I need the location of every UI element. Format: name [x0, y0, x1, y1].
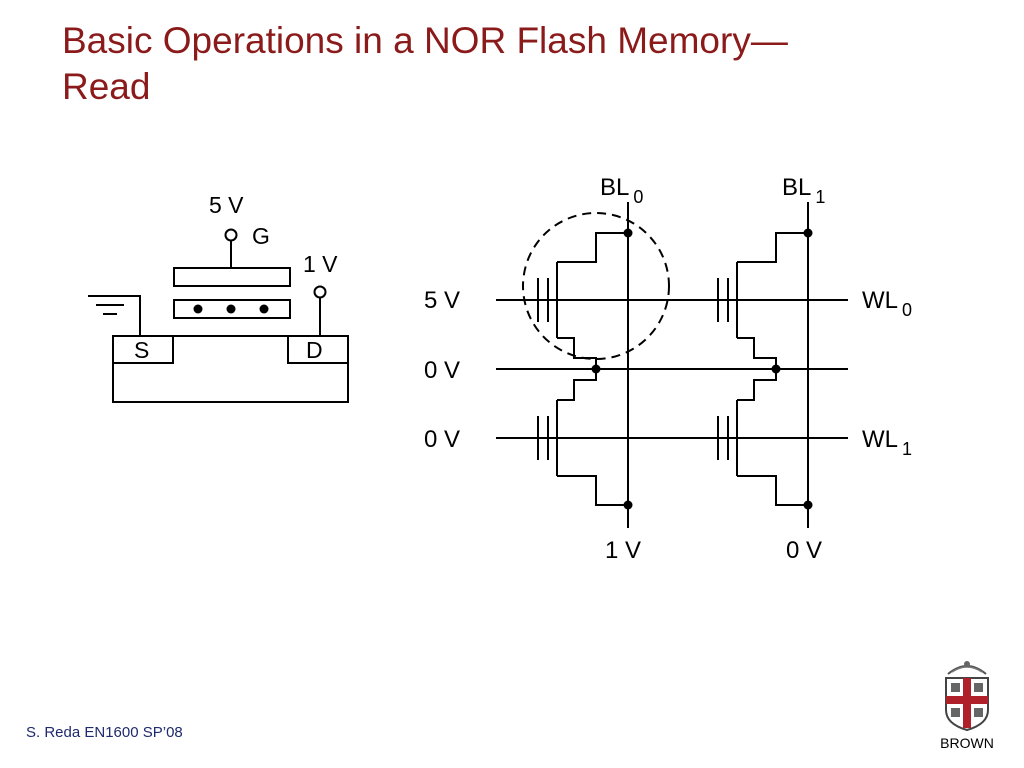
brown-university-logo: BROWN	[940, 661, 994, 751]
drain-terminal	[313, 285, 327, 299]
title-line-2: Read	[62, 66, 151, 107]
transistor-1-0	[537, 369, 628, 506]
gate-label: G	[252, 223, 270, 249]
transistor-1-1	[717, 369, 808, 506]
stored-charge	[193, 304, 269, 314]
bitline-0-voltage: 1 V	[605, 537, 641, 564]
slide-title: Basic Operations in a NOR Flash Memory— …	[62, 18, 962, 110]
source-region	[112, 335, 174, 364]
transistor-0-1	[717, 232, 808, 369]
slide-footer: S. Reda EN1600 SP’08	[26, 724, 183, 741]
selected-cell-highlight	[522, 212, 670, 360]
substrate	[112, 335, 349, 403]
junctions	[591, 228, 813, 510]
logo-text: BROWN	[940, 735, 994, 751]
transistor-0-0	[537, 232, 628, 369]
row-voltage-wl0: 5 V	[424, 287, 460, 314]
flash-cell	[88, 228, 349, 403]
gate-voltage-label: 5 V	[209, 192, 244, 218]
source-label: S	[134, 337, 149, 363]
drain-label: D	[306, 337, 323, 363]
control-gate	[173, 267, 291, 287]
floating-gate	[173, 299, 291, 319]
nor-array	[496, 202, 848, 528]
drain-voltage-label: 1 V	[303, 251, 338, 277]
title-line-1: Basic Operations in a NOR Flash Memory—	[62, 20, 788, 61]
row-voltage-source: 0 V	[424, 357, 460, 384]
gate-terminal	[224, 228, 238, 242]
bitline-1-voltage: 0 V	[786, 537, 822, 564]
row-voltage-wl1: 0 V	[424, 426, 460, 453]
drain-region	[287, 335, 349, 364]
